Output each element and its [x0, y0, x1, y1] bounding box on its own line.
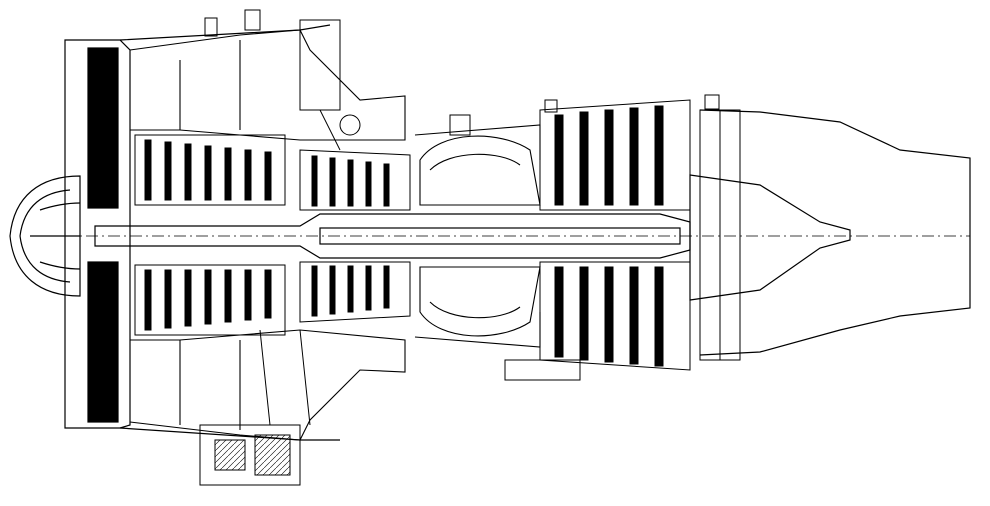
lp-compressor [134, 134, 286, 336]
nose-cone [9, 175, 81, 297]
exhaust-nozzle-upper [699, 109, 971, 235]
exhaust-nozzle-lower [699, 235, 971, 356]
accessory-gearbox [199, 329, 581, 486]
fan-blade-upper [87, 47, 119, 209]
turbine-section [539, 99, 741, 371]
inner-shaft [319, 227, 681, 245]
fan-blade-lower [87, 261, 119, 423]
main-shaft [94, 213, 691, 259]
fan-section [64, 24, 340, 441]
engine-outline [20, 109, 971, 356]
bypass-duct [129, 29, 406, 441]
hp-compressor [299, 149, 411, 323]
upper-accessories [204, 9, 720, 151]
exhaust-cone [689, 174, 851, 301]
